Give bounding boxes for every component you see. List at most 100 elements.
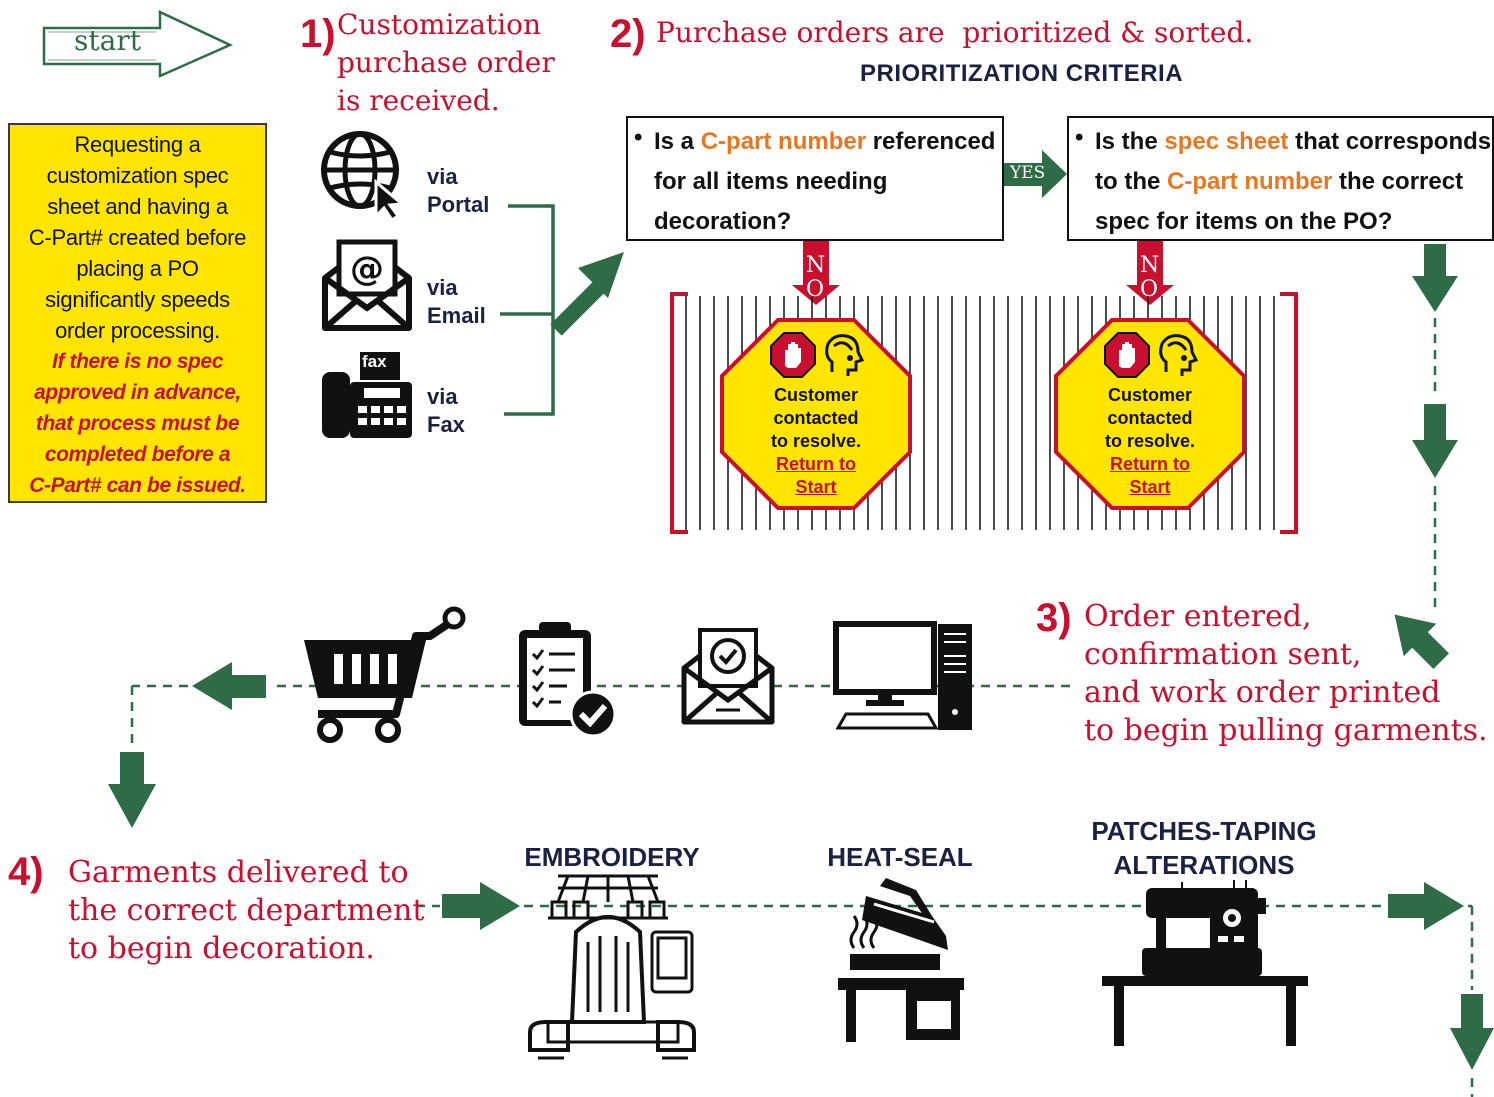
bullet: •: [1075, 124, 1084, 151]
criteria-question-2: • Is the spec sheet that corresponds to …: [1067, 116, 1494, 241]
stop-line: to resolve.: [770, 431, 862, 451]
support-headset-icon: [1159, 334, 1199, 376]
bullet: •: [634, 124, 643, 151]
flow-right-down: [1394, 244, 1458, 669]
stop-sign-1: Customer contacted to resolve. Return to…: [720, 318, 912, 510]
no-label-2: N O: [1140, 254, 1159, 302]
note-line: significantly speeds: [45, 287, 230, 312]
text: the correct: [1332, 168, 1464, 195]
note-warning: If there is no spec approved in advance,…: [10, 346, 265, 501]
return-to-start-link[interactable]: Return to Start: [720, 453, 912, 499]
note-warning-line: that process must be: [35, 412, 240, 435]
criteria-heading: PRIORITIZATION CRITERIA: [860, 60, 1184, 87]
channel-fax[interactable]: via Fax: [427, 383, 465, 439]
stop-line: Customer: [773, 385, 858, 405]
stop-octagon: [720, 318, 912, 510]
question-line: • Is the spec sheet that corresponds: [1075, 122, 1492, 162]
note-line: order processing.: [55, 318, 220, 343]
stop-octagon: [1054, 318, 1246, 510]
step-1-line: is received.: [337, 84, 500, 117]
question-line: to the C-part number the correct: [1077, 162, 1492, 202]
step-3-line: to begin pulling garments.: [1084, 713, 1488, 748]
step-2-number: 2): [610, 12, 646, 56]
step-4-number: 4): [8, 850, 44, 894]
step-3-line: confirmation sent,: [1084, 637, 1362, 672]
step-1-line: purchase order: [337, 46, 555, 79]
resolve-zone-brackets: [670, 292, 1298, 534]
step-3-text: Order entered, confirmation sent, and wo…: [1084, 598, 1488, 750]
highlight: C-part number: [1167, 168, 1333, 195]
stop-line: to resolve.: [1104, 431, 1196, 451]
no-letter: N: [806, 253, 826, 278]
department-embroidery: EMBROIDERY: [524, 842, 700, 872]
no-arrow-1: [792, 240, 840, 305]
step-1-text: Customization purchase order is received…: [337, 6, 555, 120]
dept-line: PATCHES-TAPING: [1091, 816, 1317, 846]
note-line: Requesting a: [74, 132, 201, 157]
step-2-text: Purchase orders are prioritized & sorted…: [656, 16, 1254, 49]
dept-line: ALTERATIONS: [1113, 850, 1295, 880]
envelope-check-icon: [681, 628, 775, 725]
channel-portal[interactable]: via Portal: [427, 163, 489, 219]
channel-label: Portal: [427, 192, 490, 217]
text: Is the: [1095, 128, 1165, 155]
no-letter: O: [806, 277, 825, 302]
computer-icon: [833, 621, 972, 730]
start-arrow: [42, 10, 234, 78]
stop-line: Customer: [1107, 385, 1192, 405]
stop-line: contacted: [773, 408, 859, 428]
return-to-start-link[interactable]: Return to Start: [1054, 453, 1246, 499]
yes-arrow: [1003, 150, 1067, 198]
step-4-line: to begin decoration.: [68, 931, 375, 966]
link-line: Return to: [1110, 454, 1190, 474]
globe-cursor-icon: [321, 131, 406, 223]
channel-via: via: [427, 164, 458, 189]
step-1-number: 1): [300, 12, 336, 56]
advance-spec-note: Requesting a customization spec sheet an…: [8, 123, 267, 503]
step-3-line: Order entered,: [1084, 599, 1312, 634]
note-line: customization spec: [46, 163, 229, 188]
start-label[interactable]: start: [74, 24, 141, 57]
step-3-line: and work order printed: [1084, 675, 1441, 710]
text: Is a: [654, 128, 701, 155]
clipboard-check-icon: [519, 622, 617, 738]
no-letter: N: [1140, 253, 1160, 278]
note-warning-line: C-Part# can be issued.: [29, 474, 246, 497]
stop-line: contacted: [1107, 408, 1193, 428]
arrow-to-criteria: [550, 252, 624, 336]
step-4-line: Garments delivered to: [68, 855, 409, 890]
no-letter: O: [1140, 277, 1159, 302]
text: to the: [1095, 168, 1167, 195]
note-warning-line: If there is no spec: [52, 350, 223, 373]
note-text: Requesting a customization spec sheet an…: [10, 129, 265, 346]
link-line: Return to: [776, 454, 856, 474]
department-heat-seal: HEAT-SEAL: [827, 842, 973, 872]
link-line: Start: [795, 477, 837, 497]
criteria-question-1: • Is a C-part number referenced for all …: [626, 116, 1004, 241]
support-headset-icon: [825, 334, 865, 376]
stop-text: Customer contacted to resolve. Return to…: [720, 384, 912, 499]
envelope-at-icon: @: [322, 239, 412, 331]
yes-label: YES: [1010, 163, 1046, 183]
fax-badge: fax: [362, 352, 387, 371]
heat-press-icon: [838, 878, 964, 1042]
highlight: spec sheet: [1164, 128, 1289, 155]
link-line: Start: [1129, 477, 1171, 497]
channel-label: Email: [427, 303, 486, 328]
channel-label: Fax: [427, 412, 465, 437]
channel-email[interactable]: via Email: [427, 274, 486, 330]
step-4-text: Garments delivered to the correct depart…: [68, 854, 424, 968]
stop-hand-icon: [1104, 332, 1150, 378]
step-3-number: 3): [1036, 596, 1072, 640]
step-4-line: the correct department: [68, 893, 425, 928]
question-line: spec for items on the PO?: [1095, 208, 1393, 235]
department-patches-alterations: PATCHES-TAPING ALTERATIONS: [1064, 814, 1344, 882]
question-line: • Is a C-part number referenced: [634, 122, 1002, 162]
stop-text: Customer contacted to resolve. Return to…: [1054, 384, 1246, 499]
text: that corresponds: [1288, 128, 1492, 155]
sewing-machine-icon: [1102, 880, 1308, 1046]
note-line: placing a PO: [76, 256, 199, 281]
step-1-line: Customization: [337, 8, 541, 41]
flow-department-line: [416, 882, 1494, 1097]
note-warning-line: completed before a: [44, 443, 231, 466]
